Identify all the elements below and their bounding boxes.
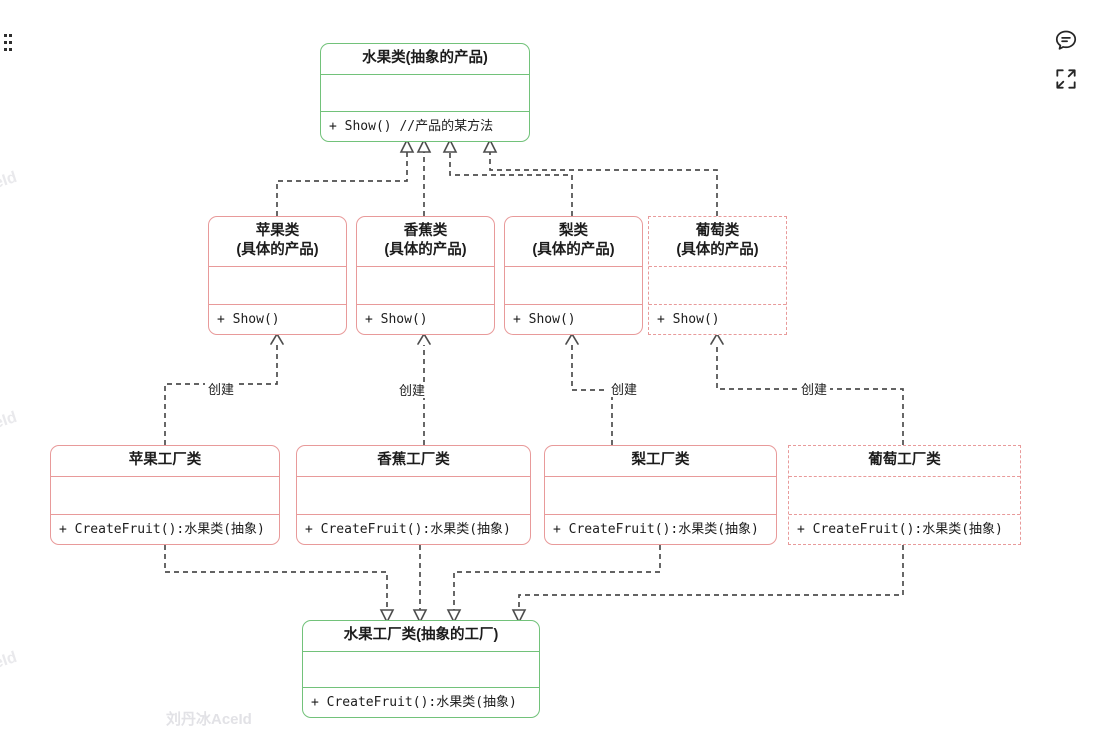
class-name: 梨工厂类 (545, 446, 776, 477)
watermark-left-2: eId (0, 408, 20, 433)
class-name: 香蕉类 (具体的产品) (357, 217, 494, 267)
class-operations: + CreateFruit():水果类(抽象) (553, 522, 759, 537)
class-operations: + CreateFruit():水果类(抽象) (311, 695, 517, 710)
class-attributes (51, 477, 279, 515)
edge-label-create-apple: 创建 (205, 382, 238, 397)
class-name: 水果类(抽象的产品) (321, 44, 529, 75)
class-name: 葡萄工厂类 (789, 446, 1020, 477)
uml-class-grape-factory[interactable]: 葡萄工厂类 + CreateFruit():水果类(抽象) (788, 445, 1021, 545)
dot (9, 48, 12, 51)
class-attributes (505, 267, 642, 305)
class-attributes (303, 652, 539, 688)
class-attributes (209, 267, 346, 305)
dot (9, 34, 12, 37)
class-name: 葡萄类 (具体的产品) (649, 217, 786, 267)
class-attributes (321, 75, 529, 112)
uml-class-pear[interactable]: 梨类 (具体的产品) + Show() (504, 216, 643, 335)
class-name: 苹果工厂类 (51, 446, 279, 477)
class-name: 香蕉工厂类 (297, 446, 530, 477)
uml-class-pear-factory[interactable]: 梨工厂类 + CreateFruit():水果类(抽象) (544, 445, 777, 545)
uml-class-banana[interactable]: 香蕉类 (具体的产品) + Show() (356, 216, 495, 335)
drag-handle-icon[interactable] (3, 32, 19, 54)
uml-class-fruit-abstract[interactable]: 水果类(抽象的产品) + Show() //产品的某方法 (320, 43, 530, 142)
class-operations: + Show() //产品的某方法 (329, 119, 494, 134)
dot (4, 34, 7, 37)
class-operations: + Show() (657, 312, 720, 327)
uml-class-apple[interactable]: 苹果类 (具体的产品) + Show() (208, 216, 347, 335)
dot (9, 41, 12, 44)
uml-class-fruit-factory-abstract[interactable]: 水果工厂类(抽象的工厂) + CreateFruit():水果类(抽象) (302, 620, 540, 718)
edge-label-create-pear: 创建 (608, 382, 641, 397)
class-operations: + CreateFruit():水果类(抽象) (59, 522, 265, 537)
dot (4, 48, 7, 51)
class-operations: + Show() (365, 312, 428, 327)
class-operations: + Show() (217, 312, 280, 327)
edge-label-create-grape: 创建 (798, 382, 831, 397)
comment-icon[interactable] (1053, 28, 1079, 54)
watermark-left-3: eId (0, 648, 20, 673)
class-attributes (545, 477, 776, 515)
class-name: 苹果类 (具体的产品) (209, 217, 346, 267)
dot (4, 41, 7, 44)
class-operations: + CreateFruit():水果类(抽象) (797, 522, 1003, 537)
class-attributes (297, 477, 530, 515)
edge-label-create-banana: 创建 (396, 383, 429, 398)
class-attributes (649, 267, 786, 305)
watermark-left-1: eId (0, 168, 20, 193)
class-attributes (789, 477, 1020, 515)
uml-class-banana-factory[interactable]: 香蕉工厂类 + CreateFruit():水果类(抽象) (296, 445, 531, 545)
uml-class-apple-factory[interactable]: 苹果工厂类 + CreateFruit():水果类(抽象) (50, 445, 280, 545)
class-name: 水果工厂类(抽象的工厂) (303, 621, 539, 652)
fullscreen-expand-icon[interactable] (1053, 66, 1079, 92)
watermark-author: 刘丹冰AceId (166, 711, 252, 728)
class-operations: + Show() (513, 312, 576, 327)
class-attributes (357, 267, 494, 305)
class-name: 梨类 (具体的产品) (505, 217, 642, 267)
class-operations: + CreateFruit():水果类(抽象) (305, 522, 511, 537)
uml-class-grape[interactable]: 葡萄类 (具体的产品) + Show() (648, 216, 787, 335)
